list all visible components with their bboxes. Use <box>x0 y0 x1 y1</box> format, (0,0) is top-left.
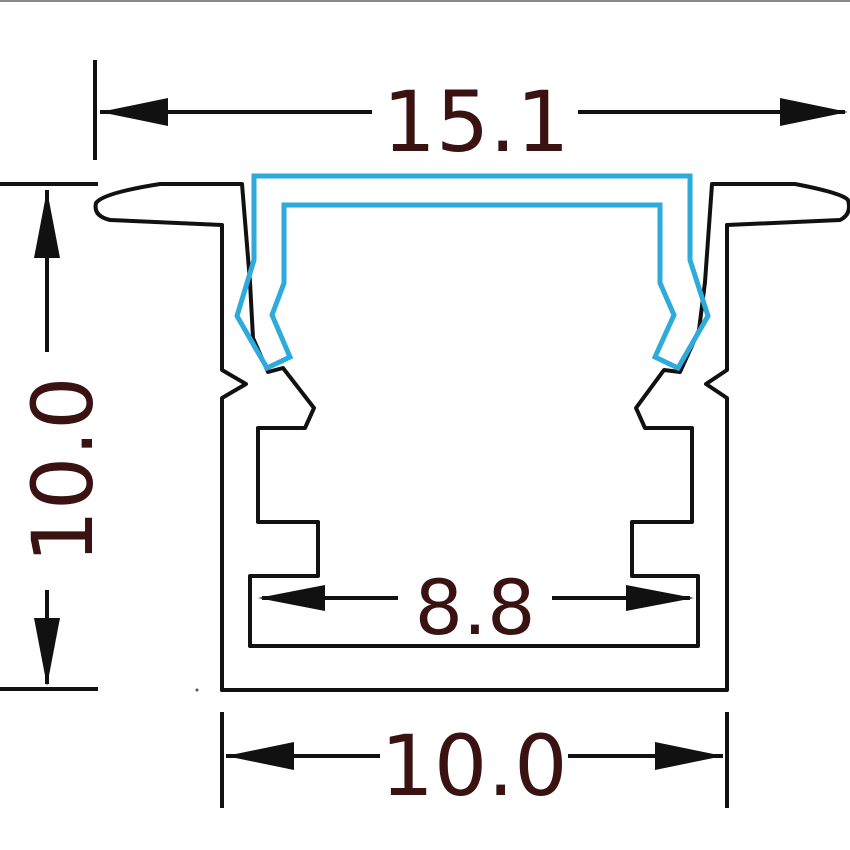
height-dim-arrow-top <box>34 190 60 258</box>
height-dimension: 10.0 <box>0 182 112 691</box>
top-dim-arrow-left <box>100 98 168 126</box>
bottom-dim-arrow-left <box>226 742 294 770</box>
bottom-width-label: 10.0 <box>380 717 567 815</box>
profile-base <box>220 223 729 692</box>
stray-dot <box>195 688 199 692</box>
profile-right-inner-face <box>697 280 707 332</box>
profile-left-side <box>93 182 252 692</box>
top-width-label: 15.1 <box>382 73 569 171</box>
profile-right-flange <box>703 182 850 284</box>
inner-width-label: 8.8 <box>415 563 536 652</box>
height-label: 10.0 <box>14 376 112 563</box>
diffuser-cover <box>234 173 711 372</box>
profile-left-inner-face <box>248 280 255 340</box>
inner-dim-arrow-right <box>626 585 694 611</box>
height-dim-arrow-bottom <box>34 618 60 686</box>
bottom-dim-arrow-right <box>655 742 723 770</box>
inner-dim-arrow-left <box>258 585 325 611</box>
profile-left-fins <box>248 328 701 648</box>
cover-outline <box>234 173 711 372</box>
aluminium-profile <box>93 182 850 692</box>
top-dimension: 15.1 <box>93 60 848 171</box>
inner-dimension: 8.8 <box>258 563 694 652</box>
top-dim-arrow-right <box>780 98 848 126</box>
bottom-dimension: 10.0 <box>220 712 729 815</box>
